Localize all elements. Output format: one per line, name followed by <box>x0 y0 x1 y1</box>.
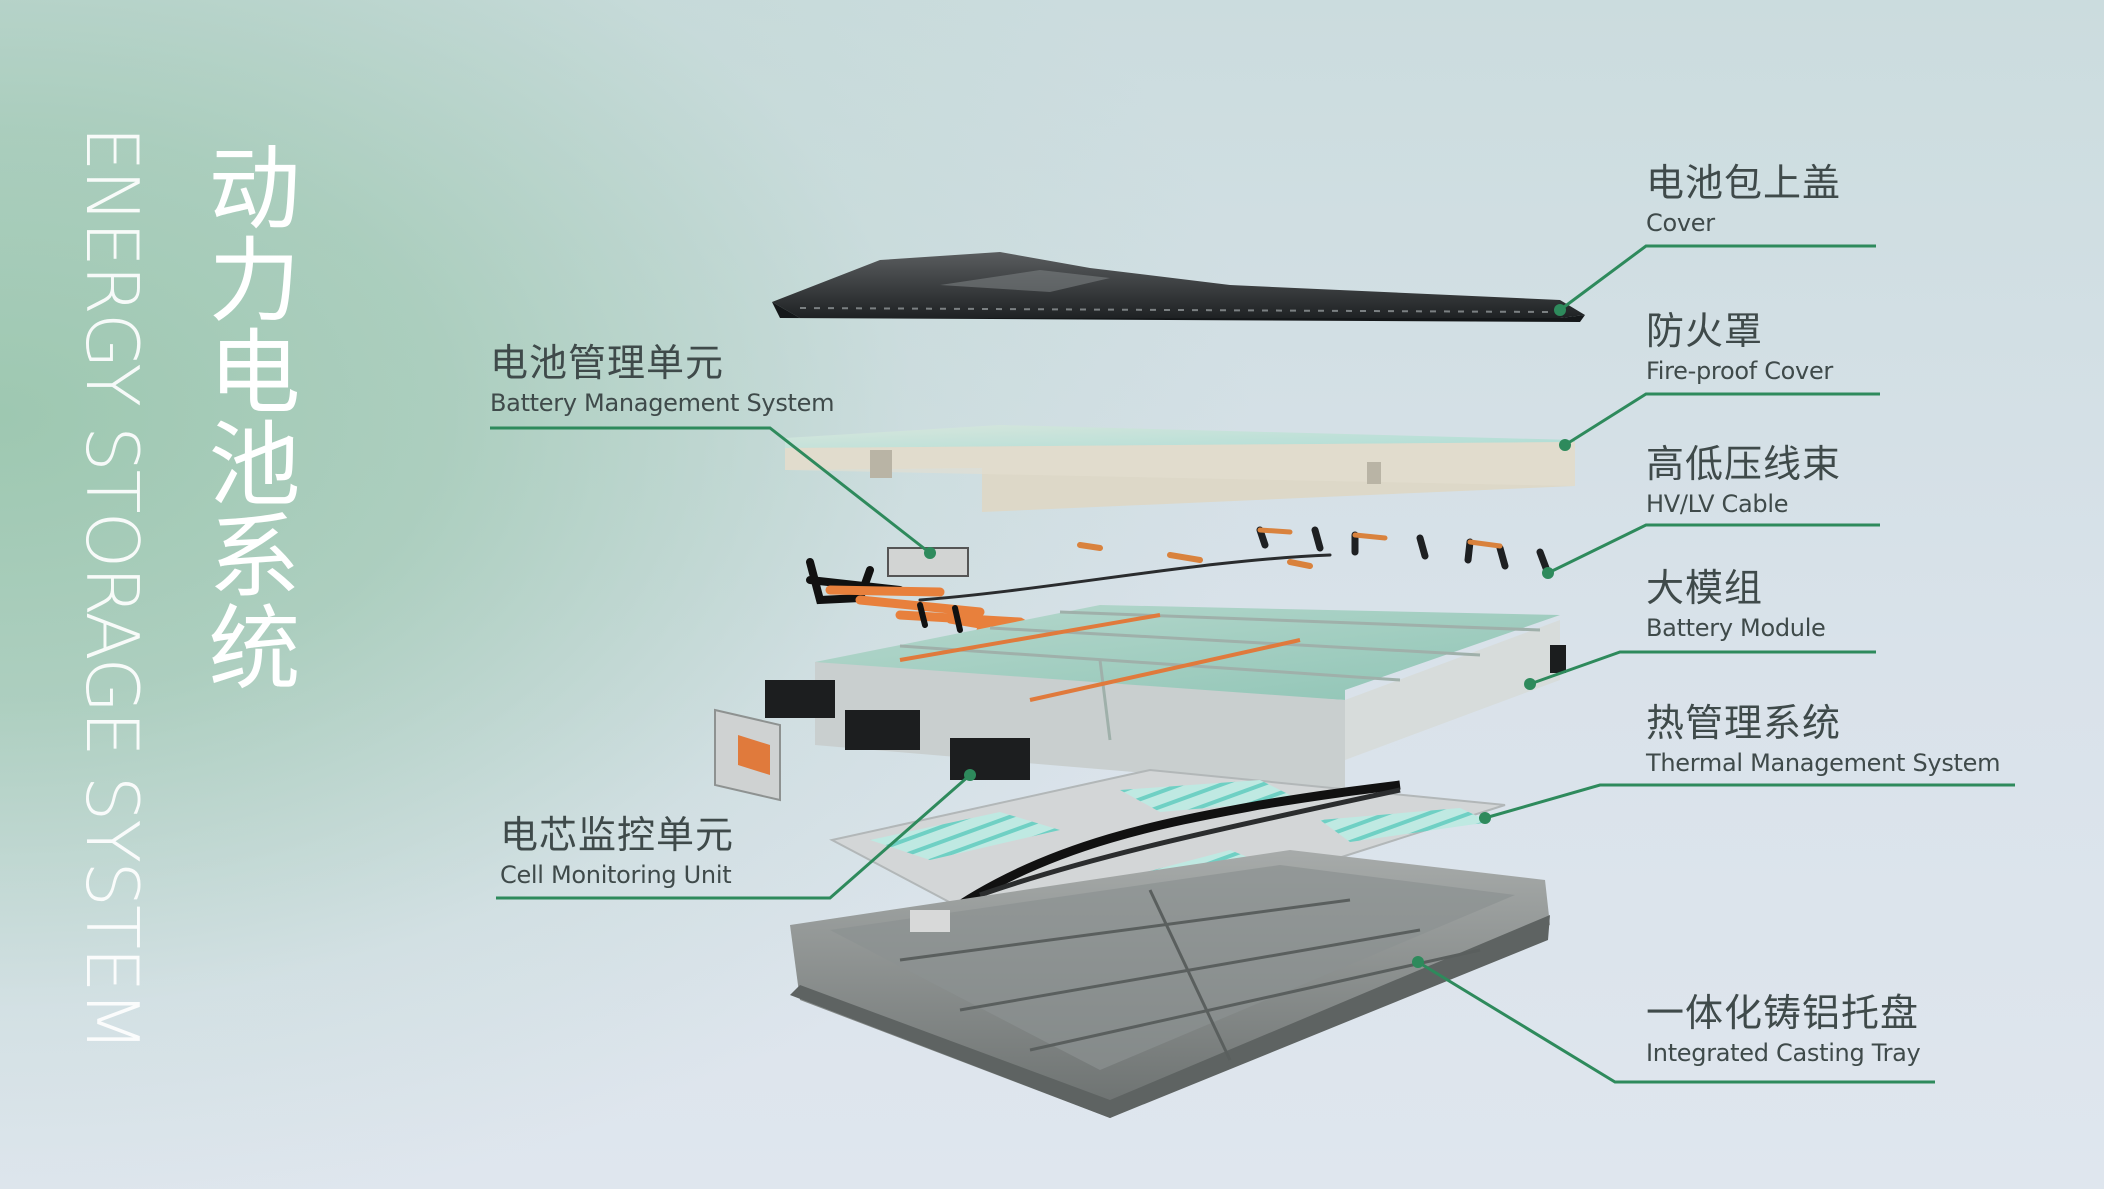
label-battery-module: 大模组 Battery Module <box>1646 565 1826 643</box>
leader-dots <box>924 304 1571 968</box>
cell-monitoring-units <box>714 680 1030 802</box>
cover-part <box>772 252 1585 322</box>
tray-part <box>790 850 1550 1118</box>
label-thermal-en: Thermal Management System <box>1646 749 2001 777</box>
label-cmu-en: Cell Monitoring Unit <box>500 861 732 889</box>
vertical-title-zh: 动力电池系统 <box>193 140 300 692</box>
label-cover: 电池包上盖 Cover <box>1646 160 1841 238</box>
label-cmu: 电芯监控单元 Cell Monitoring Unit <box>500 812 734 890</box>
label-tray-zh: 一体化铸铝托盘 <box>1646 991 1920 1035</box>
label-bms-en: Battery Management System <box>490 389 835 417</box>
battery-module-part <box>815 605 1566 790</box>
label-fireproof-cover: 防火罩 Fire-proof Cover <box>1646 308 1833 386</box>
label-tray: 一体化铸铝托盘 Integrated Casting Tray <box>1646 990 1921 1068</box>
label-cmu-zh: 电芯监控单元 <box>500 813 735 857</box>
label-cable: 高低压线束 HV/LV Cable <box>1646 441 1841 519</box>
label-thermal: 热管理系统 Thermal Management System <box>1646 700 2001 778</box>
label-battery-module-en: Battery Module <box>1646 614 1826 642</box>
label-fireproof-cover-en: Fire-proof Cover <box>1646 357 1833 385</box>
label-fireproof-cover-zh: 防火罩 <box>1646 309 1764 353</box>
label-cover-zh: 电池包上盖 <box>1646 161 1842 205</box>
label-cable-en: HV/LV Cable <box>1646 490 1789 518</box>
label-tray-en: Integrated Casting Tray <box>1646 1039 1921 1067</box>
fireproof-cover-part <box>785 425 1575 512</box>
label-bms-zh: 电池管理单元 <box>490 341 725 385</box>
label-bms: 电池管理单元 Battery Management System <box>490 340 834 418</box>
leader-lines <box>490 244 2015 1084</box>
label-cover-en: Cover <box>1646 209 1715 237</box>
label-thermal-zh: 热管理系统 <box>1646 701 1842 745</box>
label-cable-zh: 高低压线束 <box>1646 442 1842 486</box>
label-battery-module-zh: 大模组 <box>1646 566 1764 610</box>
